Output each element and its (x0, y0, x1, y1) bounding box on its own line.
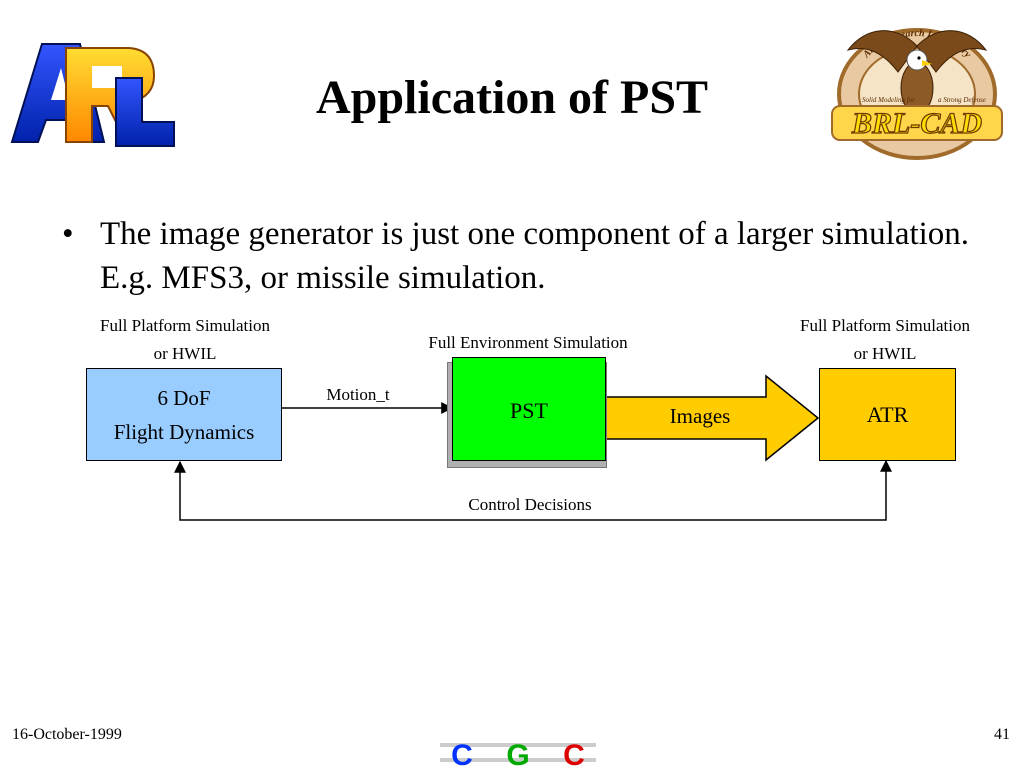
atr-box: ATR (819, 368, 956, 461)
control-decisions-arrow (174, 459, 892, 521)
center-top-label: Full Environment Simulation (428, 333, 628, 352)
seal-right-text: a Strong Defense (938, 96, 986, 104)
brl-cad-banner-text: BRL-CAD (851, 107, 982, 140)
cgc-letter-3: C (563, 739, 585, 768)
bullet-list: • The image generator is just one compon… (62, 212, 992, 300)
pst-box: PST (452, 357, 606, 461)
flight-dynamics-box: 6 DoF Flight Dynamics (86, 368, 282, 461)
right-top-label: Full Platform Simulation or HWIL (780, 312, 990, 368)
arl-letter-l (115, 77, 175, 147)
flight-dynamics-box-line-1: 6 DoF (157, 385, 211, 410)
brl-cad-logo: Army Research Laboratory BRL-CAD Solid M… (831, 28, 1003, 160)
right-top-label-line-1: Full Platform Simulation (799, 316, 970, 335)
images-arrow (605, 374, 820, 462)
eagle-icon (846, 30, 988, 115)
images-arrow-label: Images (669, 404, 731, 428)
bullet-item: • The image generator is just one compon… (62, 212, 992, 300)
motion-arrow-label: Motion_t (326, 385, 390, 404)
left-top-label-line-1: Full Platform Simulation (99, 316, 270, 335)
control-decisions-label: Control Decisions (468, 495, 592, 514)
footer-date: 16-October-1999 (12, 726, 122, 743)
cgc-letter-2: G (506, 739, 529, 768)
brl-cad-banner: BRL-CAD (831, 105, 1003, 141)
bullet-text: The image generator is just one componen… (100, 216, 970, 296)
seal-left-text: Solid Modeling for (862, 96, 915, 104)
right-top-label-line-2: or HWIL (853, 344, 917, 363)
left-top-label-line-2: or HWIL (153, 344, 217, 363)
cgc-letter-1: C (451, 739, 473, 768)
page-number: 41 (994, 726, 1010, 743)
left-top-label: Full Platform Simulation or HWIL (80, 312, 290, 368)
bullet-marker: • (62, 216, 74, 252)
slide-title: Application of PST (315, 71, 709, 124)
cgc-logo: C G C (440, 739, 596, 768)
arl-logo (10, 43, 175, 147)
flight-dynamics-box-line-2: Flight Dynamics (113, 419, 255, 444)
